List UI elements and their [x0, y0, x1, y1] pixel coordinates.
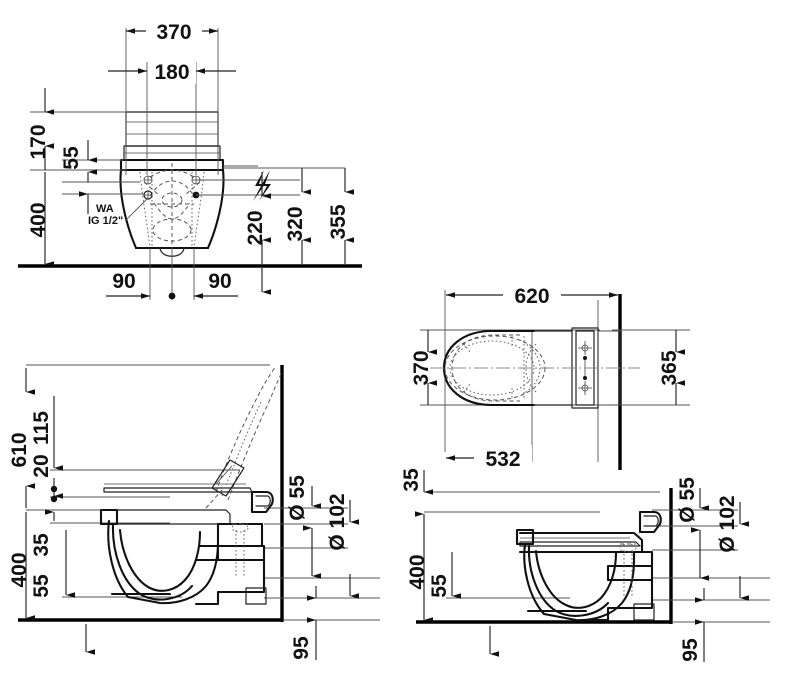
plan-view: 620 370 365 532	[410, 282, 690, 471]
dim-sr-d102: Ø 102	[716, 495, 749, 601]
dim-front-400: 400	[27, 172, 54, 267]
centre-mark-dot	[168, 292, 176, 300]
dim-label-610-total-height: 610	[8, 432, 31, 467]
dim-plan-532: 532	[446, 445, 532, 471]
dim-sr-55: 55	[428, 552, 461, 599]
dim-label-320-fixing: 320	[284, 206, 307, 241]
dim-label-d55-inlet-right: Ø 55	[676, 477, 699, 523]
side-view-right: 35 400 55 Ø 55 Ø 102 95	[400, 468, 770, 662]
dim-sl-95: 95	[290, 586, 317, 660]
dim-sl-400: 400	[8, 512, 35, 621]
side-left-open-lid-dashed	[205, 365, 283, 509]
annotation-water-connection: WA IG 1/2"	[88, 197, 149, 227]
dim-label-370-bowl-width: 370	[410, 350, 433, 385]
dim-sr-d55: Ø 55	[676, 477, 709, 581]
side-right-extension-lines	[424, 491, 770, 623]
dim-sl-d102: Ø 102	[326, 493, 359, 599]
dim-front-90-pair: 90 90	[106, 270, 238, 300]
dim-label-d102-outlet: Ø 102	[326, 493, 349, 550]
dim-label-400-seat-height: 400	[27, 202, 50, 237]
dim-label-370-width: 370	[156, 21, 191, 44]
dim-label-400-seat-height-right: 400	[406, 554, 429, 589]
dim-label-90-left: 90	[112, 270, 135, 293]
dim-label-95-outlet-height: 95	[290, 636, 313, 660]
lightning-bolt-icon	[253, 170, 271, 201]
dim-label-20: 20	[30, 454, 53, 477]
dim-front-320: 320	[284, 168, 311, 264]
dim-sl-115: 115	[30, 396, 63, 471]
dim-label-55-clearance: 55	[30, 574, 53, 598]
dim-plan-365: 365	[658, 330, 685, 405]
dim-label-180-width: 180	[154, 61, 189, 84]
dim-label-115: 115	[30, 411, 53, 445]
wa-label-line2: IG 1/2"	[88, 215, 123, 227]
dim-label-55-offset: 55	[60, 146, 83, 170]
dim-label-95-outlet-height-right: 95	[679, 638, 702, 662]
dim-plan-620: 620	[446, 282, 618, 308]
side-left-ceramic-profile	[99, 483, 274, 606]
dim-label-55-clearance-right: 55	[428, 574, 451, 598]
side-right-ceramic-profile	[515, 510, 662, 622]
dim-sl-55: 55	[30, 530, 75, 598]
dim-sl-610: 610	[8, 368, 35, 508]
dim-label-365-body-width: 365	[658, 350, 681, 385]
dim-sr-35: 35	[400, 468, 433, 495]
dim-label-400-seat-height-left: 400	[8, 552, 31, 587]
front-view: 370 180 170 55 400	[18, 18, 362, 300]
dim-front-180: 180	[108, 58, 236, 84]
dim-label-d55-inlet: Ø 55	[286, 475, 309, 521]
dim-label-170-height: 170	[27, 124, 50, 159]
dim-label-355-upper-fixing: 355	[327, 204, 350, 239]
dim-label-532-ceramic: 532	[485, 448, 520, 471]
dim-sl-20: 20	[30, 454, 63, 503]
front-view-internal-dashed	[139, 163, 205, 250]
dim-label-d102-outlet-right: Ø 102	[716, 495, 739, 552]
dim-label-220-electrical: 220	[244, 210, 267, 245]
dim-front-55: 55	[60, 140, 97, 182]
wa-label-line1: WA	[96, 203, 114, 215]
dim-label-90-right: 90	[208, 270, 231, 293]
dim-sl-d55: Ø 55	[286, 475, 321, 579]
dim-label-35-right: 35	[400, 468, 423, 492]
dim-sl-35: 35	[30, 509, 55, 557]
dim-front-370: 370	[126, 18, 218, 44]
dim-sr-400: 400	[406, 511, 433, 623]
dim-front-355: 355	[327, 168, 354, 264]
plan-view-extension-lines	[420, 290, 690, 462]
dim-plan-370: 370	[410, 330, 437, 405]
side-view-left: 610 115 20 400 35 55	[8, 364, 380, 660]
dim-front-220: 220	[244, 172, 271, 264]
dim-label-35: 35	[30, 533, 53, 557]
dim-sr-95: 95	[679, 588, 705, 662]
dim-label-620-projection: 620	[514, 285, 549, 308]
dim-front-170: 170	[27, 88, 54, 170]
